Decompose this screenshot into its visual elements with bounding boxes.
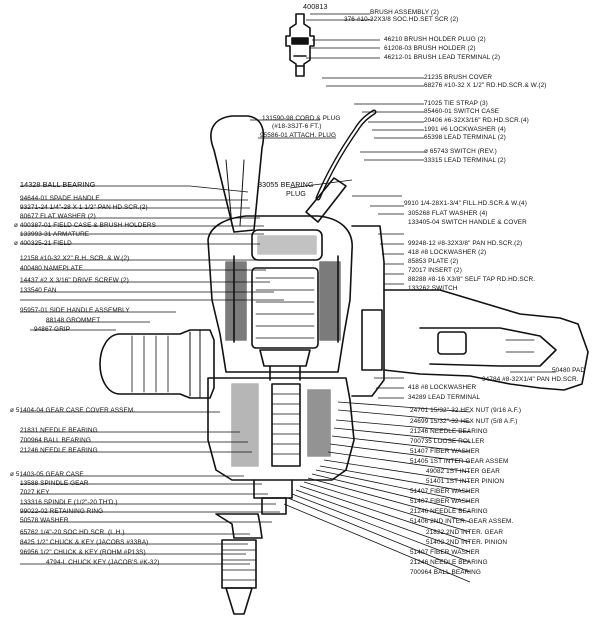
switch-handle-drawing (351, 225, 589, 397)
callout-93271: 93271-24 1/4"-28 X 1 1/2" PAN HD.SCR.(2) (20, 204, 148, 211)
callout-94644: 94644-01 SPADE HANDLE (20, 195, 100, 202)
callout-51404: ø 51404-04 GEAR CASE COVER ASSEM. (10, 407, 136, 414)
cord-drawing (305, 109, 377, 223)
callout-51405: 51405 1ST INTER GEAR ASSEM (410, 458, 509, 465)
callout-24699: 24699 15/32"-32 HEX NUT (5/8 A.F.) (410, 418, 518, 425)
callout-95957: 95957-01 SIDE HANDLE ASSEMBLY (20, 307, 130, 314)
callout-99022: 99022-02 RETAINING RING (20, 508, 104, 515)
callout-99248: 99248-12 #8-32X3/8" PAN HD.SCR.(2) (408, 240, 523, 247)
callout-400813: 400813 (303, 2, 328, 11)
callout-51407d: 51407 FIBER WASHER (410, 549, 480, 556)
callout-61208: 61208-03 BRUSH HOLDER (2) (384, 45, 476, 52)
callout-88148: 88148 GROMMET (46, 317, 101, 324)
callout-1991: 1991 #6 LOCKWASHER (4) (424, 126, 506, 133)
callout-14437: 14437 #2 X 3/16" DRIVE SCREW (2) (20, 277, 129, 284)
callout-33055-plug: PLUG (286, 189, 306, 198)
callout-88288: 88288 #8-16 X3/8" SELF TAP RD.HD.SCR. (408, 276, 536, 283)
callout-96956: 96956 1/2" CHUCK & KEY (ROHM #P13S) (20, 549, 146, 556)
callout-13588: 13588 SPINDLE GEAR (20, 480, 89, 487)
callout-700964b: 700964 BALL BEARING (410, 569, 481, 576)
callout-305268: 305268 FLAT WASHER (4) (408, 210, 488, 217)
callout-21246d: 21246 NEEDLE BEARING (410, 559, 488, 566)
callout-9910: 9910 1/4-28X1-3/4" FILL.HD.SCR.& W.(4) (404, 200, 527, 207)
callout-700735: 700735 LOOSE ROLLER (410, 438, 485, 445)
callout-85853: 85853 PLATE (2) (408, 258, 459, 265)
callout-46212: 46212-01 BRUSH LEAD TERMINAL (2) (384, 54, 501, 61)
callout-131590: 131590-98 CORD & PLUG (262, 115, 341, 122)
chuck-drawing (215, 497, 287, 615)
callout-71025: 71025 TIE STRAP (3) (424, 100, 488, 107)
callout-65398: 65398 LEAD TERMINAL (2) (424, 134, 506, 141)
callout-133993: 133993-31 ARMATURE (20, 231, 90, 238)
callout-72017: 72017 INSERT (2) (408, 267, 462, 274)
callout-21246a: 21246 NEEDLE BEARING (20, 447, 98, 454)
spade-handle-drawing (210, 115, 265, 233)
callout-51406: 51406 2ND INTER. GEAR ASSEM. (410, 518, 514, 525)
callout-8425: 8425 1/2" CHUCK & KEY (JACOBS #33BA) (20, 539, 149, 546)
callout-21235: 21235 BRUSH COVER (424, 74, 493, 81)
callout-33055: 33055 BEARING (258, 180, 314, 189)
callout-400325: ø 400325-21 FIELD (14, 240, 72, 247)
callout-4794: 4794-L CHUCK KEY (JACOB'S #K-32) (46, 559, 160, 566)
callout-65762: 65762 1/4"-20 SOC.HD.SCR. (L.H.) (20, 529, 125, 536)
callout-50578: 50578 WASHER (20, 517, 69, 524)
callout-21246b: 21246 NEEDLE BEARING (410, 428, 488, 435)
side-handle-drawing (99, 329, 215, 399)
callout-400480: 400480 NAMEPLATE (20, 265, 83, 272)
gear-case-drawing (207, 377, 355, 499)
callout-51402: 51402 2ND INTER. PINION (426, 539, 508, 546)
callout-51403: ø 51403-05 GEAR CASE (10, 471, 84, 478)
brush-assembly-drawing (285, 13, 315, 77)
callout-brush-assembly: BRUSH ASSEMBLY (2) (370, 9, 440, 16)
callout-50480: 50480 PAD (552, 367, 586, 374)
callout-21831: 21831 NEEDLE BEARING (20, 427, 98, 434)
callout-46210: 46210 BRUSH HOLDER PLUG (2) (384, 36, 486, 43)
motor-housing-drawing (207, 215, 353, 381)
callout-51401: 51401 1ST INTER PINION (426, 478, 505, 485)
callout-51407b: 51407 FIBER WASHER (410, 488, 480, 495)
callout-21246c: 21246 NEEDLE BEARING (410, 508, 488, 515)
callout-94784: 94784 #8-32X1/4" PAN HD.SCR. (482, 376, 579, 383)
callout-700964a: 700964 BALL BEARING (20, 437, 91, 444)
callout-49082: 49082 1ST INTER GEAR (426, 468, 500, 475)
callout-95586: 95586-01 ATTACH. PLUG (260, 132, 337, 139)
callout-68276: 68276 #10-32 X 1/2" RD.HD.SCR.& W.(2) (424, 82, 547, 89)
callout-418a: 418 #8 LOCKWASHER (2) (408, 249, 487, 256)
callout-12158: 12158 #10-32 X2" R.H. SCR. & W.(2) (20, 255, 130, 262)
callout-94867: 94867 GRIP (34, 326, 71, 333)
callout-51407c: 51407 FIBER WASHER (410, 498, 480, 505)
callout-133405: 133405-04 SWITCH HANDLE & COVER (408, 219, 527, 226)
callout-133316: 133316 SPINDLE (1/2"-20 TH'D.) (20, 499, 118, 506)
callout-85460: 85460-01 SWITCH CASE (424, 108, 500, 115)
callout-376: 376 #10-32X3/8 SOC.HD.SET SCR (2) (344, 16, 459, 23)
callout-418b: 418 #8 LOCKWASHER (408, 384, 477, 391)
callout-33315: 33315 LEAD TERMINAL (2) (424, 157, 506, 164)
callout-80677: 80677 FLAT WASHER (2) (20, 213, 96, 220)
callout-24701: 24701 15/32"-32 HEX NUT (9/16 A.F.) (410, 407, 522, 414)
callout-20406: 20406 #6-32X3/16" RD.HD.SCR.(4) (424, 117, 529, 124)
callout-131590-spec: (#18-3SJT-6 FT.) (272, 123, 322, 130)
callout-21822: 21822 2ND INTER. GEAR (426, 529, 504, 536)
callout-400387: ø 400387-01 FIELD CASE & BRUSH HOLDERS (14, 222, 156, 229)
callout-51407a: 51407 FIBER WASHER (410, 448, 480, 455)
callout-133540: 133540 FAN (20, 287, 57, 294)
callout-14328: 14328 BALL BEARING (20, 180, 96, 189)
callout-133262: 133262 SWITCH (408, 285, 458, 292)
callout-34289: 34289 LEAD TERMINAL (408, 394, 481, 401)
callout-65743: ø 65743 SWITCH (REV.) (424, 148, 497, 155)
callout-7027: 7027 KEY (20, 489, 50, 496)
